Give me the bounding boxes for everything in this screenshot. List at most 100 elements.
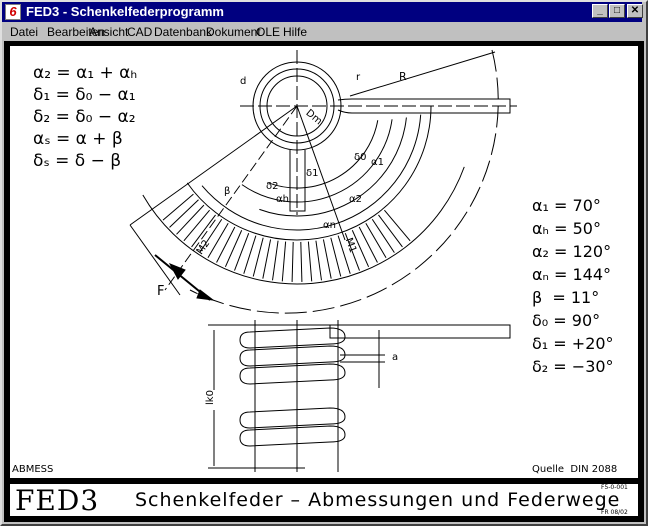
menu-cad[interactable]: CAD (127, 25, 153, 39)
value-list: α₁ = 70° αₕ = 50° α₂ = 120° αₙ = 144° β … (532, 194, 614, 378)
hatch-line (337, 235, 351, 274)
angle-arc (201, 114, 422, 231)
hatched-band (162, 193, 411, 282)
ray (129, 105, 298, 226)
coil-turn (239, 363, 346, 385)
formula: αₛ = α + β (33, 129, 123, 149)
label-R: R (399, 70, 407, 83)
hatch-line (183, 209, 210, 242)
title-block (10, 484, 638, 516)
hatch-line (307, 241, 313, 282)
title-bar[interactable]: 6 FED3 - Schenkelfederprogramm (2, 2, 642, 22)
close-button[interactable]: ✕ (627, 4, 643, 18)
menu-bar: Datei Bearbeiten Ansicht CAD Datenbank D… (2, 23, 642, 41)
hatch-line (199, 219, 223, 253)
value-delta0: δ₀ = 90° (532, 311, 601, 330)
maximize-button[interactable]: □ (609, 4, 625, 18)
label-alpha2: α2 (349, 194, 362, 205)
coil-outer (252, 61, 342, 151)
menu-bearbeiten[interactable]: Bearbeiten (47, 25, 106, 39)
hatch-line (300, 241, 303, 282)
hatch-line (272, 240, 279, 281)
label-lk0: lk0 (204, 390, 216, 405)
hatch-line (281, 241, 287, 282)
hatch-line (351, 230, 370, 267)
leg-edge (129, 224, 181, 296)
menu-ansicht[interactable]: Ansicht (89, 25, 129, 39)
arrow-head (196, 289, 215, 301)
formula-list: α₂ = α₁ + αₕ δ₁ = δ₀ − α₁ δ₂ = δ₀ − α₂ α… (33, 62, 137, 172)
formula: α₂ = α₁ + αₕ (33, 63, 138, 83)
value-delta1: δ₁ = +20° (532, 334, 614, 353)
hatch-line (207, 223, 229, 259)
outer-radius-arc (189, 49, 499, 314)
hatch-line (162, 193, 194, 221)
hatch-line (291, 241, 294, 282)
value-beta: β = 11° (532, 288, 600, 307)
formula: δₛ = δ − β (33, 151, 122, 171)
leg-side-view (329, 324, 511, 339)
value-alpha2: α₂ = 120° (532, 242, 612, 261)
coil-inner (266, 75, 328, 137)
formula: δ₂ = δ₀ − α₂ (33, 107, 136, 127)
coil-mid (259, 68, 335, 144)
hatch-line (315, 240, 322, 281)
footer-source: Quelle DIN 2088 (532, 464, 618, 475)
value-delta2: δ₂ = −30° (532, 357, 614, 376)
hatch-line (262, 239, 272, 279)
angle-arc (186, 105, 432, 241)
footer-left: ABMESS (12, 464, 54, 475)
angle-arc (259, 117, 407, 217)
coil-turn (239, 425, 346, 447)
label-f: F (157, 284, 165, 299)
menu-ole[interactable]: OLE (256, 25, 281, 39)
hatch-line (322, 239, 332, 279)
hatch-line (234, 232, 250, 271)
angle-arc (241, 119, 393, 203)
hatch-line (169, 199, 199, 228)
drawing-revision: FR 08/02 (601, 509, 628, 516)
coil-side-view (239, 327, 346, 447)
drawing-sheet (10, 46, 638, 478)
angle-arc (142, 166, 465, 285)
menu-dokument[interactable]: Dokument (206, 25, 261, 39)
hatch-line (191, 214, 216, 248)
coil-turn (239, 345, 346, 367)
label-r: r (356, 72, 361, 83)
fed3-app-icon[interactable]: 6 (5, 4, 21, 20)
minimize-button[interactable]: _ (592, 4, 608, 18)
label-delta2: δ2 (266, 181, 279, 192)
hatch-line (216, 226, 236, 263)
label-d: d (240, 76, 247, 87)
value-alphan: αₙ = 144° (532, 265, 612, 284)
window-title: FED3 - Schenkelfederprogramm (26, 4, 224, 19)
coil-turn (239, 327, 346, 349)
hatch-line (224, 230, 243, 267)
hatch-line (344, 232, 360, 271)
program-name: FED3 (15, 484, 100, 517)
label-delta0: δ0 (354, 152, 367, 163)
ray (296, 105, 346, 241)
vertical-leg (289, 150, 306, 212)
formula: δ₁ = δ₀ − α₁ (33, 85, 136, 105)
hatch-line (384, 209, 411, 242)
menu-datei[interactable]: Datei (10, 25, 39, 39)
horizontal-leg (337, 98, 511, 114)
coil-turn (239, 407, 346, 429)
hatch-line (252, 237, 264, 277)
value-alpha1: α₁ = 70° (532, 196, 601, 215)
drawing-code: F5-0-001 (601, 484, 628, 491)
menu-hilfe[interactable]: Hilfe (283, 25, 308, 39)
hatch-line (378, 214, 403, 248)
r-dimension (349, 51, 496, 97)
value-alphah: αₕ = 50° (532, 219, 601, 238)
hatch-line (330, 237, 342, 277)
hatch-line (358, 226, 378, 263)
menu-datenbank[interactable]: Datenbank (154, 25, 213, 39)
hatch-line (371, 219, 395, 253)
angle-arcs (142, 105, 465, 285)
label-alpha1: α1 (371, 157, 384, 168)
arrow-head (168, 263, 186, 280)
drawing-title: Schenkelfeder – Abmessungen und Federweg… (135, 489, 621, 511)
